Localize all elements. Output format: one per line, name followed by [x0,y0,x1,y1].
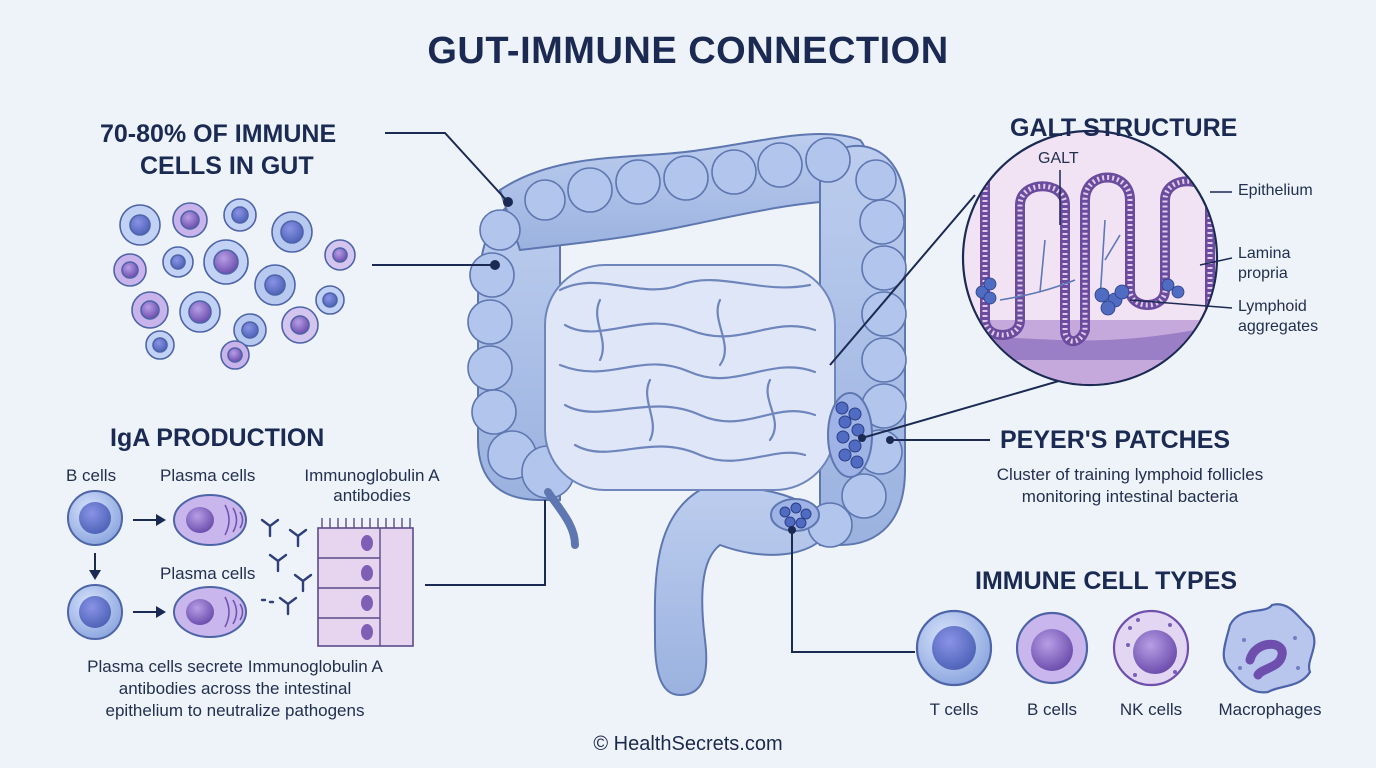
peyers-description: Cluster of training lymphoid follicles m… [960,464,1300,508]
iga-diagram [67,490,414,647]
galt-lymphoid-line2: aggregates [1238,318,1319,335]
immune-gut-heading-line2: CELLS IN GUT [140,152,314,180]
cell-type-label-t: T cells [929,700,979,719]
iga-caption: Plasma cells secrete Immunoglobulin A an… [40,656,430,722]
cell-type-icons [915,603,1316,694]
connector-dots [490,197,894,534]
small-intestine [544,264,836,491]
iga-antibodies-label: Immunoglobulin A antibodies [288,466,456,506]
footer-credit: © HealthSecrets.com [593,733,783,755]
iga-plasma-cells-top-label: Plasma cells [160,466,256,485]
connector-lines [372,132,1091,653]
galt-lymphoid-line1: Lymphoid [1238,298,1307,315]
cell-type-label-macrophages: Macrophages [1218,700,1322,719]
galt-lamina-line1: Lamina [1238,245,1291,262]
galt-lamina-label: Lamina propria [1238,244,1290,284]
cell-type-label-nk: NK cells [1119,700,1183,719]
iga-caption-line3: epithelium to neutralize pathogens [105,701,365,720]
peyers-desc-line2: monitoring intestinal bacteria [1021,487,1239,506]
antibodies [260,518,313,616]
iga-plasma-cells-bottom-label: Plasma cells [160,564,256,583]
cell-types-heading: IMMUNE CELL TYPES [975,567,1238,595]
peyers-patch-cluster [770,392,873,532]
iga-antibodies-line2: antibodies [333,486,411,505]
immune-cell-cluster [113,198,356,370]
galt-epithelium-label: Epithelium [1238,182,1313,199]
galt-lymphoid-label: Lymphoid aggregates [1238,297,1318,337]
iga-heading: IgA PRODUCTION [110,424,325,452]
iga-caption-line2: antibodies across the intestinal [118,679,352,698]
page-title: GUT-IMMUNE CONNECTION [427,30,949,72]
galt-heading: GALT STRUCTURE [1010,114,1238,142]
peyers-heading: PEYER'S PATCHES [1000,426,1231,454]
iga-caption-line1: Plasma cells secrete Immunoglobulin A [87,657,383,676]
iga-b-cells-label: B cells [66,466,117,485]
iga-antibodies-line1: Immunoglobulin A [304,466,440,485]
appendix [544,488,579,549]
cell-type-label-b: B cells [1026,700,1078,719]
galt-label: GALT [1038,150,1079,167]
galt-lamina-line2: propria [1238,265,1288,282]
immune-gut-heading: 70-80% OF IMMUNE CELLS IN GUT [100,118,336,182]
immune-gut-heading-line1: 70-80% OF IMMUNE [100,120,337,148]
peyers-desc-line1: Cluster of training lymphoid follicles [996,465,1264,484]
haustra [467,137,907,548]
galt-circle [961,129,1233,387]
